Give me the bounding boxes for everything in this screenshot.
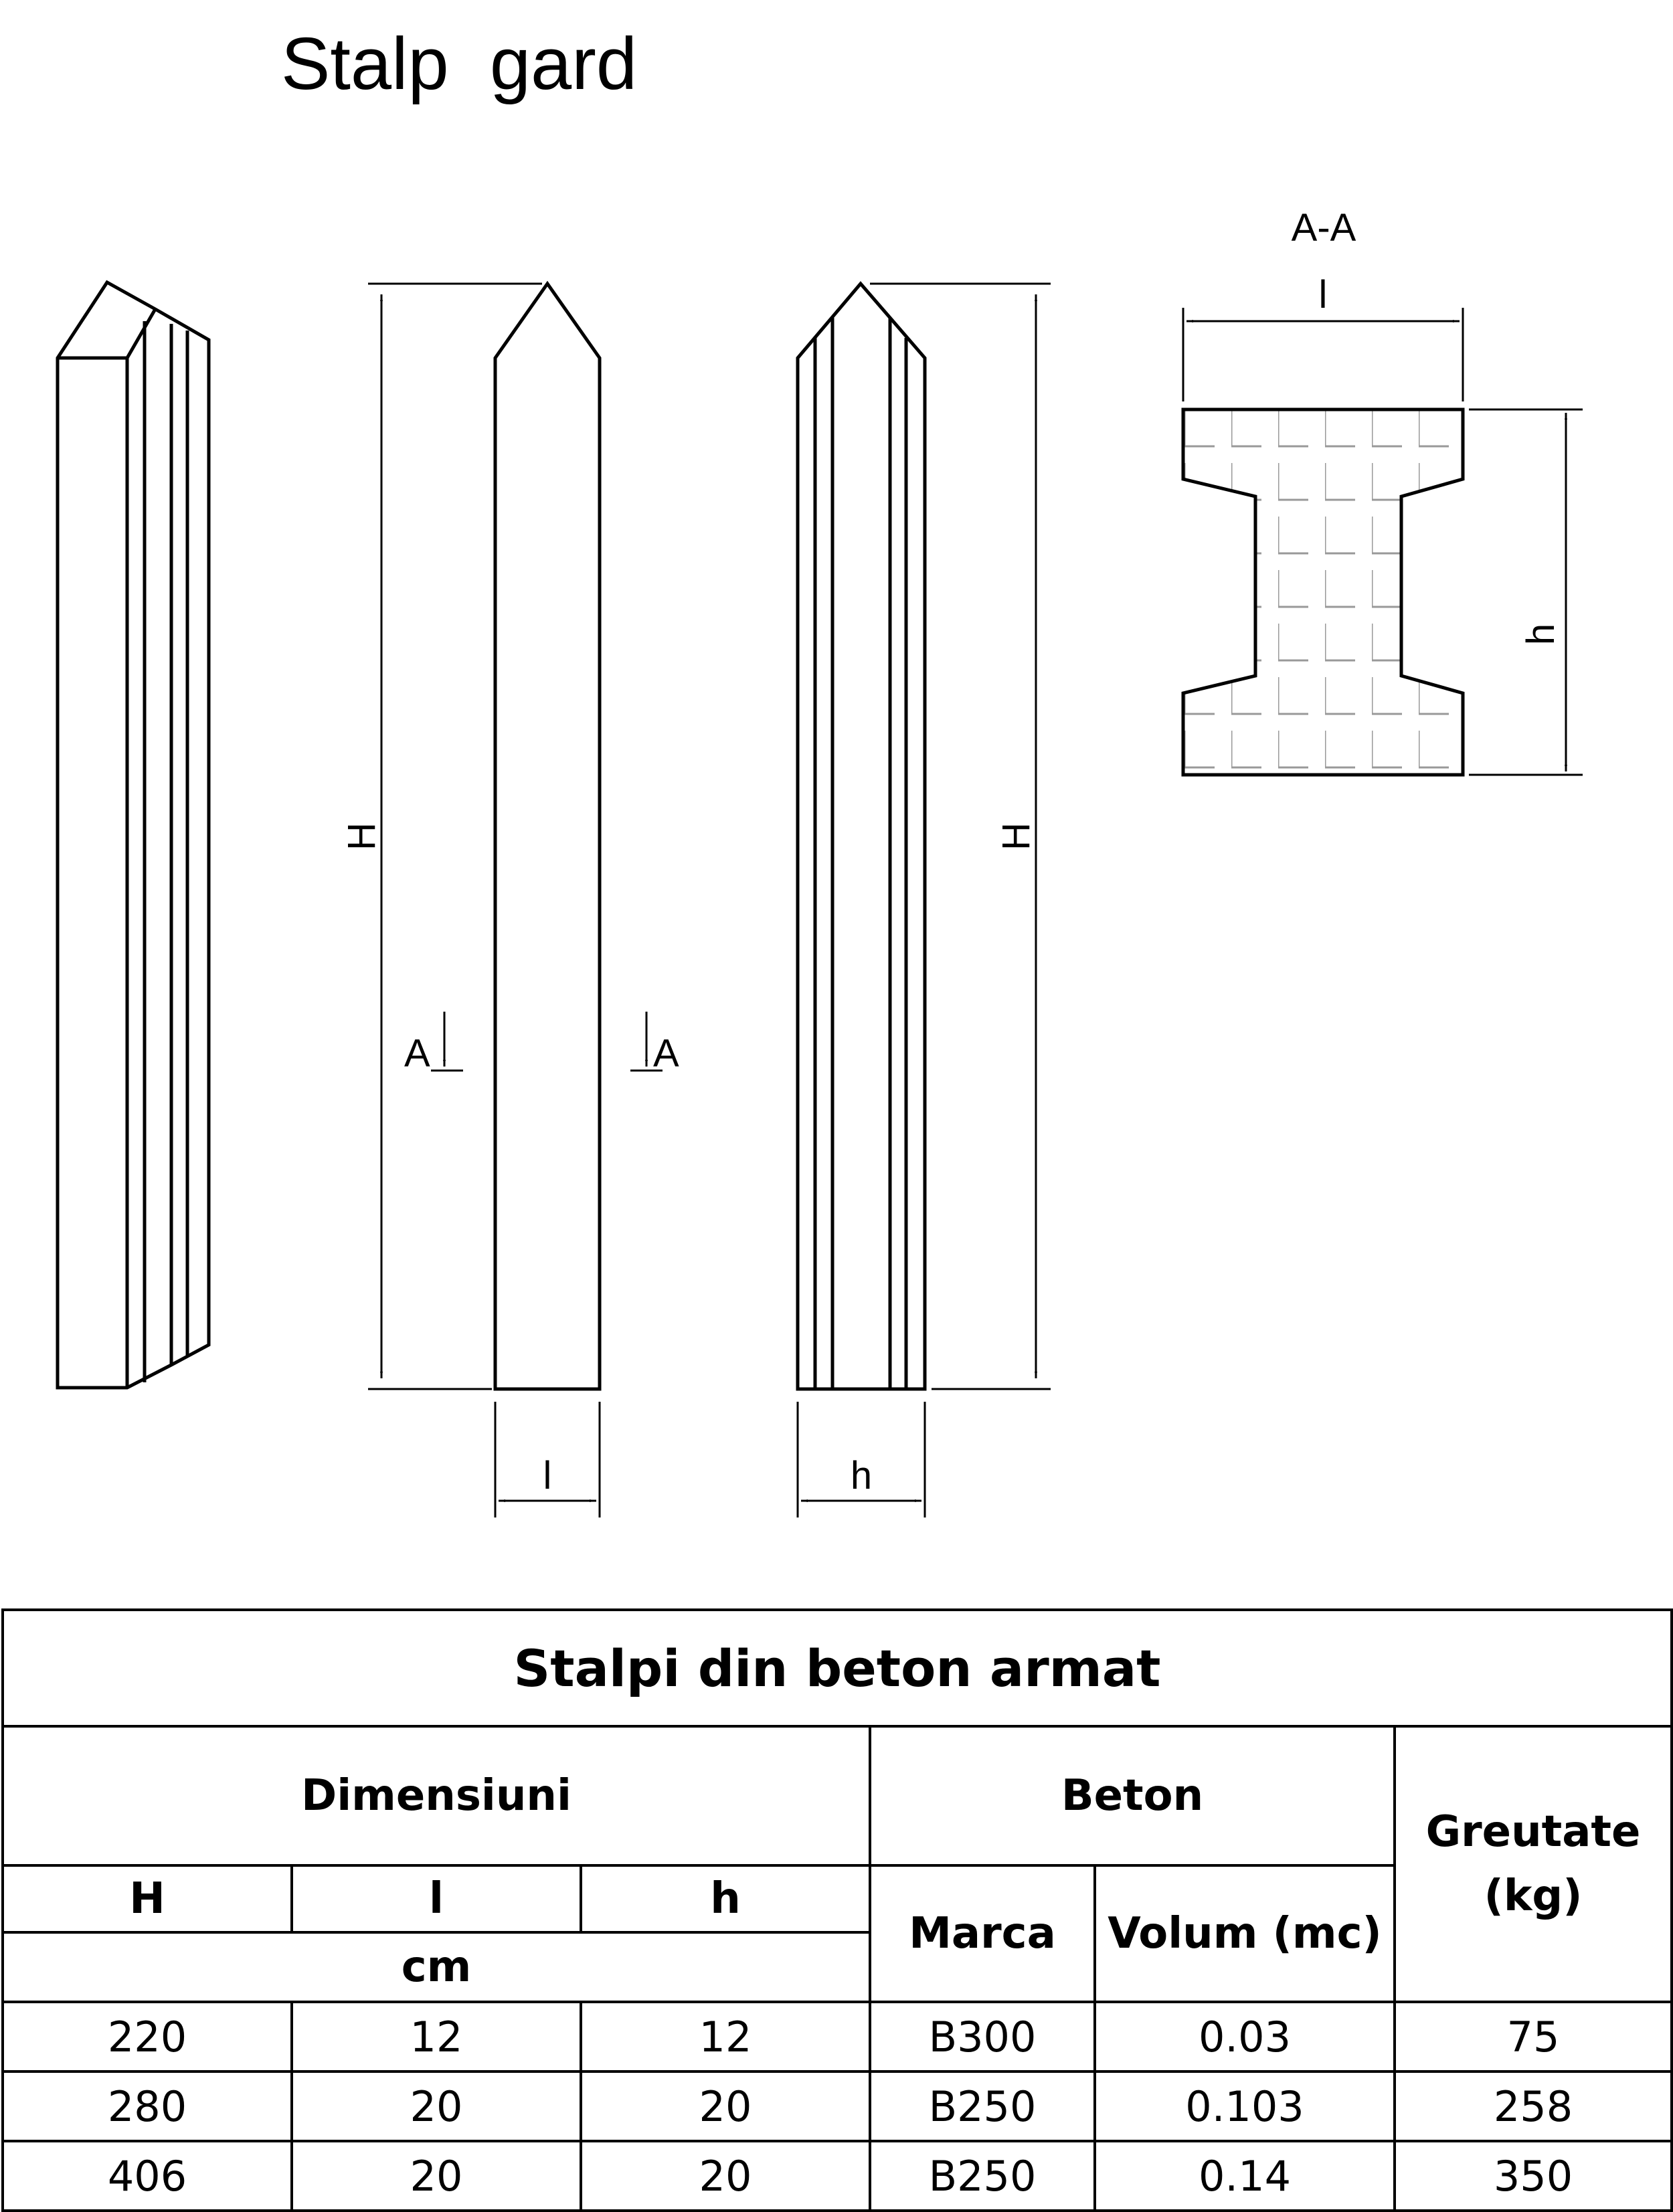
cell-greutate: 258 <box>1393 2070 1673 2142</box>
i-beam-cross-section <box>1181 407 1465 777</box>
specification-table: Stalpi din beton armat Dimensiuni Beton … <box>1 1608 1673 2212</box>
cell-l: 12 <box>290 2001 582 2073</box>
section-label-right: A <box>653 1032 679 1075</box>
header-volum: Volum (mc) <box>1093 1864 1396 2003</box>
section-title: A-A <box>1292 206 1356 250</box>
header-l: l <box>290 1864 582 1934</box>
cell-H: 220 <box>1 2001 293 2073</box>
table-row: 406 20 20 B250 0.14 350 <box>1 2140 1673 2212</box>
width-label-front: l <box>543 1454 552 1497</box>
section-width-label: l <box>1319 273 1328 316</box>
table-title: Stalpi din beton armat <box>1 1608 1673 1728</box>
header-unit-cm: cm <box>1 1931 871 2003</box>
section-label-left: A <box>404 1032 430 1075</box>
cell-volum: 0.03 <box>1093 2001 1396 2073</box>
height-label-side: H <box>994 822 1038 850</box>
cell-h: 12 <box>580 2001 871 2073</box>
cell-H: 280 <box>1 2070 293 2142</box>
depth-label-side: h <box>851 1454 872 1497</box>
post-side-view <box>796 281 927 1391</box>
section-marker-left <box>431 1012 463 1072</box>
cell-marca: B300 <box>869 2001 1096 2073</box>
page-title: Stalp gard <box>281 23 638 105</box>
table-row: 220 12 12 B300 0.03 75 <box>1 2001 1673 2073</box>
technical-drawing: H l A A H h A-A l <box>56 206 1583 1517</box>
section-marker-right <box>630 1012 663 1072</box>
header-h: h <box>580 1864 871 1934</box>
cell-l: 20 <box>290 2140 582 2212</box>
cell-volum: 0.14 <box>1093 2140 1396 2212</box>
header-marca: Marca <box>869 1864 1096 2003</box>
height-dimension-front <box>368 282 542 1390</box>
post-perspective-view <box>56 280 211 1390</box>
post-front-view <box>493 280 602 1391</box>
height-label-front: H <box>340 822 383 850</box>
header-dimensions: Dimensiuni <box>1 1725 871 1867</box>
header-beton: Beton <box>869 1725 1396 1867</box>
cell-volum: 0.103 <box>1093 2070 1396 2142</box>
section-height-dimension <box>1469 408 1583 776</box>
height-dimension-side <box>870 282 1051 1390</box>
section-width-dimension <box>1182 308 1464 401</box>
cell-marca: B250 <box>869 2140 1096 2212</box>
cell-greutate: 75 <box>1393 2001 1673 2073</box>
cell-h: 20 <box>580 2140 871 2212</box>
cell-H: 406 <box>1 2140 293 2212</box>
table-row: 280 20 20 B250 0.103 258 <box>1 2070 1673 2142</box>
width-dimension-front <box>494 1402 601 1517</box>
header-H: H <box>1 1864 293 1934</box>
cell-h: 20 <box>580 2070 871 2142</box>
cell-marca: B250 <box>869 2070 1096 2142</box>
cell-l: 20 <box>290 2070 582 2142</box>
depth-dimension-side <box>796 1402 926 1517</box>
header-greutate: Greutate (kg) <box>1393 1725 1673 2003</box>
cell-greutate: 350 <box>1393 2140 1673 2212</box>
section-height-label: h <box>1519 624 1563 645</box>
